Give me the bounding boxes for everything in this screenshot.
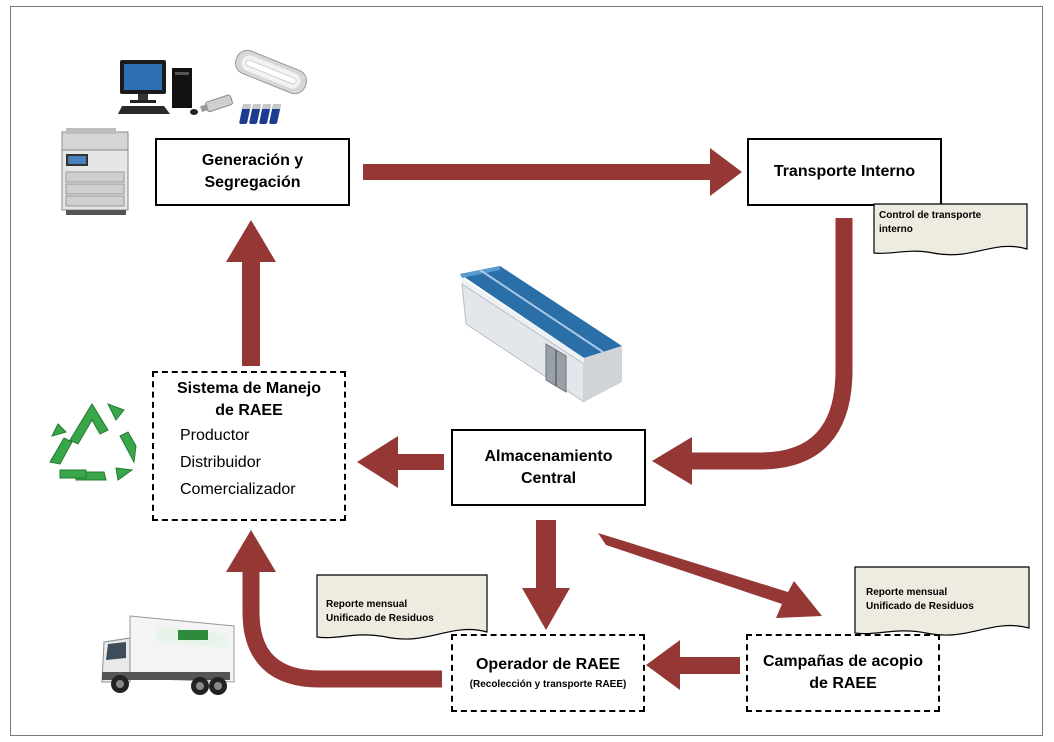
transporte-title: Transporte Interno (773, 163, 916, 180)
sistema-line2: de RAEE (215, 402, 283, 419)
doc-control-line2: interno (879, 224, 913, 235)
recycle-icon (49, 403, 137, 481)
doc-reporte-right-line2: Unificado de Residuos (866, 601, 974, 612)
computer-icon (118, 60, 198, 115)
doc-control-line1: Control de transporte (879, 210, 982, 221)
box-sistema-manejo-raee: Sistema de Manejo de RAEE Productor Dist… (152, 371, 346, 521)
arrow-almacenamiento-to-campanas (598, 533, 822, 618)
sistema-actor-list: Productor Distribuidor Comercializador (180, 422, 296, 503)
arrow-operador-to-sistema (226, 530, 442, 688)
warehouse-icon (460, 266, 622, 403)
box-generacion-segregacion: Generación y Segregación (155, 138, 350, 206)
arrow-sistema-to-generacion (226, 220, 276, 366)
operador-subtitle: (Recolección y transporte RAEE) (469, 679, 627, 690)
copier-icon (61, 128, 129, 215)
box-transporte-interno: Transporte Interno (747, 138, 942, 206)
sistema-item-distribuidor: Distribuidor (180, 454, 261, 471)
doc-reporte-mensual-right: Reporte mensual Unificado de Residuos (854, 566, 1030, 640)
arrow-almacenamiento-to-operador (522, 520, 570, 630)
campanas-line2: de RAEE (809, 675, 877, 692)
arrow-transporte-to-almacenamiento (652, 218, 853, 485)
sistema-item-comercializador: Comercializador (180, 481, 296, 498)
diagram-frame (10, 6, 1043, 736)
truck-icon (101, 615, 235, 695)
batteries-icon (239, 104, 282, 124)
doc-reporte-right-line1: Reporte mensual (866, 587, 948, 598)
box-campanas-acopio: Campañas de acopio de RAEE (746, 634, 940, 712)
doc-control-transporte: Control de transporte interno (873, 203, 1028, 258)
usb-drive-icon (200, 94, 233, 113)
generacion-line1: Generación y (201, 152, 304, 169)
arrow-almacenamiento-to-sistema (357, 436, 444, 488)
almacenamiento-line2: Central (520, 469, 577, 487)
generacion-line2: Segregación (204, 174, 301, 191)
almacenamiento-line1: Almacenamiento (484, 447, 613, 465)
box-almacenamiento-central: Almacenamiento Central (451, 429, 646, 506)
fluorescent-lamp-icon (235, 49, 307, 95)
box-operador-raee: Operador de RAEE (Recolección y transpor… (451, 634, 645, 712)
arrow-generacion-to-transporte (363, 148, 742, 196)
arrow-campanas-to-operador (646, 640, 740, 690)
sistema-item-productor: Productor (180, 427, 250, 444)
operador-title: Operador de RAEE (475, 656, 621, 673)
doc-reporte-mensual-left: Reporte mensual Unificado de Residuos (316, 574, 488, 644)
doc-reporte-left-line2: Unificado de Residuos (326, 613, 434, 624)
campanas-line1: Campañas de acopio (762, 653, 924, 670)
sistema-line1: Sistema de Manejo (176, 380, 322, 397)
doc-reporte-left-line1: Reporte mensual (326, 599, 408, 610)
